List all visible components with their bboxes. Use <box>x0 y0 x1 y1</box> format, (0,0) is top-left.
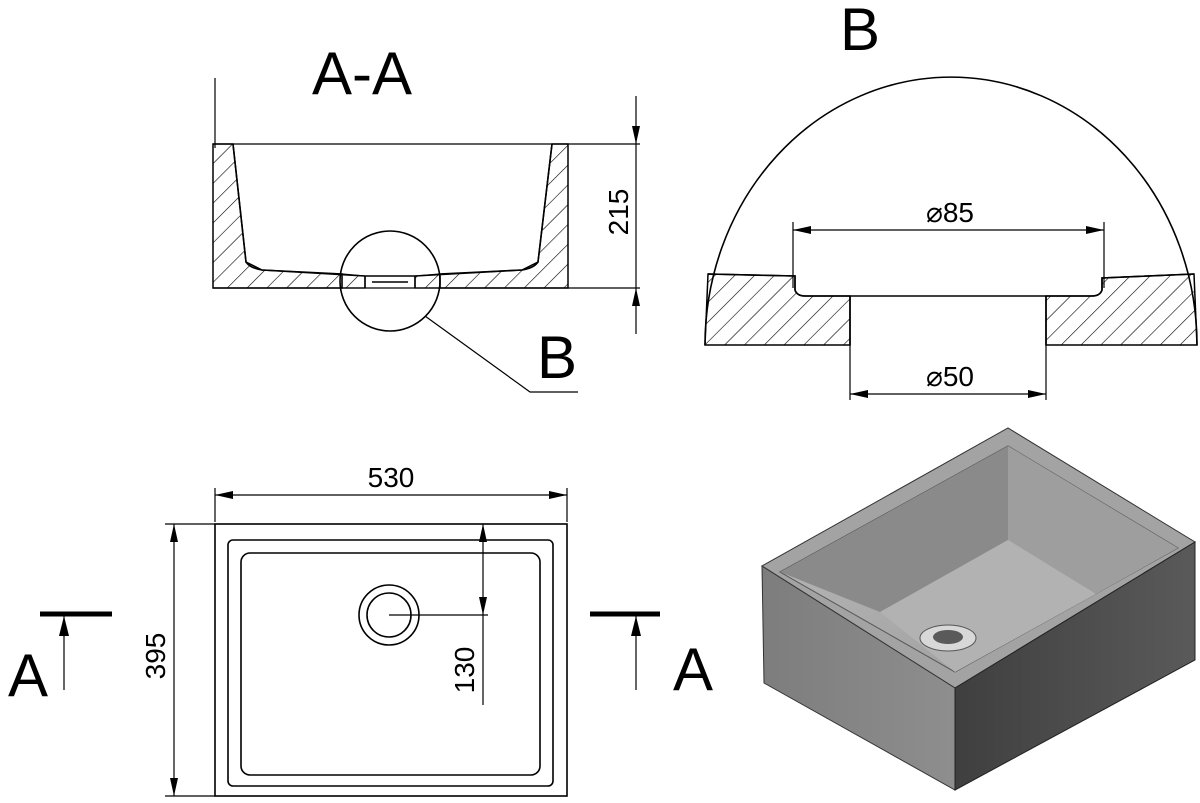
detail-view: B ⌀85 ⌀50 <box>704 0 1198 400</box>
iso-inner-wall-left <box>780 446 1008 612</box>
dim85-arrow-right <box>1086 226 1104 234</box>
offset-arrow-top <box>479 524 487 542</box>
detail-title: B <box>840 0 880 63</box>
depth-dim-label: 215 <box>603 189 634 236</box>
bowl-outline <box>232 143 553 277</box>
plan-outer-edge <box>214 523 568 797</box>
plan-view: 530 395 130 A A <box>8 462 713 797</box>
dim50-arrow-left <box>850 390 868 398</box>
detail-circle <box>339 230 441 332</box>
offset-dim-label: 130 <box>449 647 480 694</box>
section-view: A-A 215 B <box>212 40 640 393</box>
isometric-view <box>761 427 1196 791</box>
diameter-50-label: ⌀50 <box>926 361 974 392</box>
detail-callout-label: B <box>537 324 577 391</box>
offset-arrow-bottom <box>479 597 487 615</box>
iso-side-face <box>954 541 1196 791</box>
iso-drain-hole <box>933 630 963 644</box>
diameter-85-label: ⌀85 <box>926 197 974 228</box>
depth-arrow-top <box>632 126 640 144</box>
height-arrow-bottom <box>170 778 178 796</box>
cut-label-right: A <box>673 636 713 703</box>
height-arrow-top <box>170 524 178 542</box>
width-dim-label: 530 <box>368 462 415 493</box>
cut-plane-left-arrowhead <box>59 616 69 636</box>
height-dim-label: 395 <box>140 633 171 680</box>
cut-plane-right-arrowhead <box>631 616 641 636</box>
section-left-wall <box>212 143 343 289</box>
detail-boundary <box>704 76 1198 346</box>
dim50-arrow-right <box>1028 390 1046 398</box>
detail-leader <box>424 315 578 393</box>
iso-inner-wall-back <box>1008 446 1178 594</box>
plan-bowl <box>240 552 541 776</box>
width-arrow-left <box>215 491 233 499</box>
section-title: A-A <box>312 40 412 107</box>
plan-rim <box>227 539 554 787</box>
cut-label-left: A <box>8 642 48 709</box>
detail-recess-outline <box>707 273 1195 297</box>
detail-wall-left <box>704 273 851 346</box>
depth-arrow-bottom <box>632 288 640 306</box>
dim85-arrow-left <box>793 226 811 234</box>
width-arrow-right <box>549 491 567 499</box>
detail-wall-right <box>1045 273 1198 346</box>
